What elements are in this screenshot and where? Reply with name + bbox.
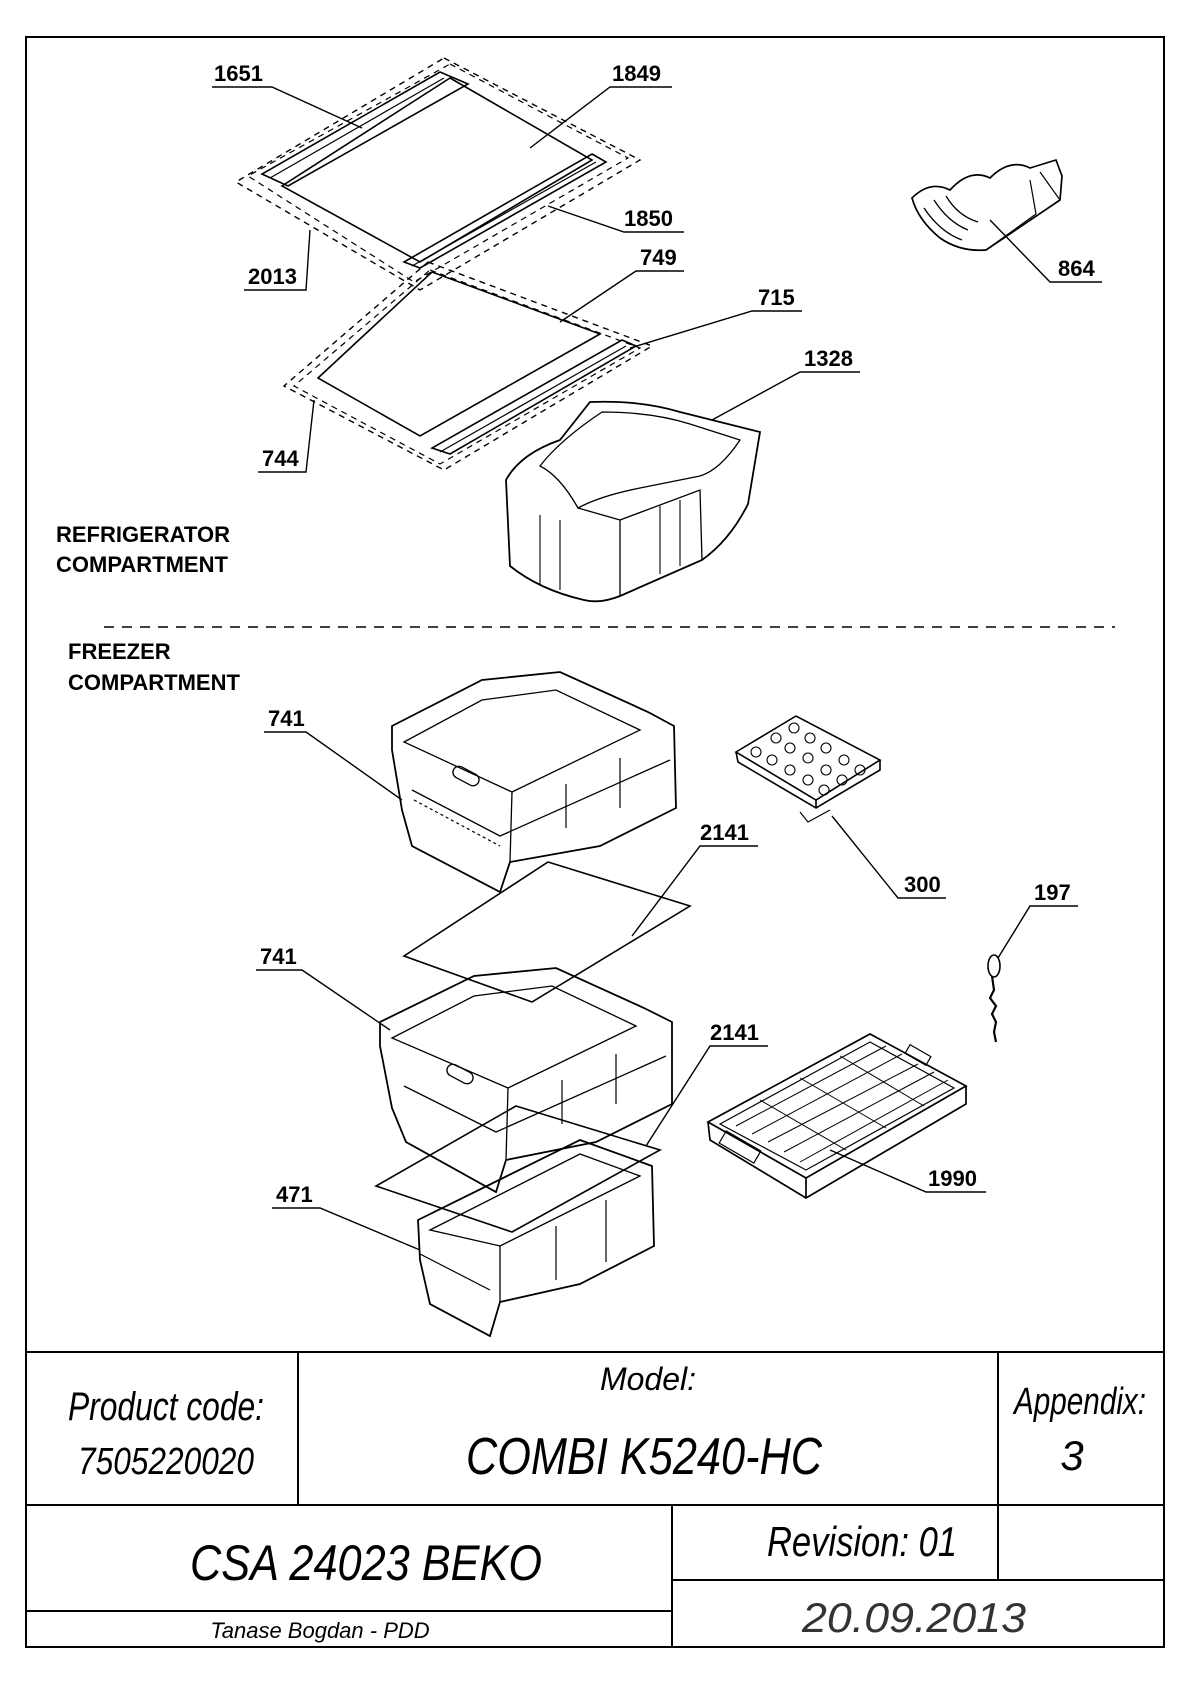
revision-date: 20.09.2013: [801, 1594, 1026, 1641]
document-title: CSA 24023 BEKO: [190, 1535, 542, 1591]
part-label-744: 744: [262, 446, 299, 471]
revision-label: Revision: 01: [767, 1518, 957, 1565]
refrigerator-section-title-line1: REFRIGERATOR: [56, 522, 230, 547]
ice-tray-cells: [750, 722, 866, 796]
freezer-drawer-741-middle: [379, 967, 673, 1194]
divider-mat-2141-bottom: [374, 1105, 663, 1233]
callout-1990: 1990: [829, 1149, 986, 1193]
ice-tray-300: [734, 715, 882, 823]
refrigerator-section-title-line2: COMPARTMENT: [56, 552, 228, 577]
callout-471: 471: [272, 1182, 421, 1251]
part-label-2141-bottom: 2141: [710, 1020, 759, 1045]
model-label: Model:: [600, 1361, 696, 1397]
part-864: [911, 158, 1063, 252]
part-label-715: 715: [758, 285, 795, 310]
callout-715: 715: [629, 285, 802, 349]
part-label-749: 749: [640, 245, 677, 270]
part-label-1990: 1990: [928, 1166, 977, 1191]
product-code-value: 7505220020: [78, 1441, 254, 1483]
freezer-section-title-line1: FREEZER: [68, 639, 171, 664]
callout-300: 300: [831, 815, 946, 899]
callout-197: 197: [997, 880, 1078, 959]
callout-2141-bottom: 2141: [645, 1020, 768, 1147]
shelf-assembly-744: [282, 261, 654, 471]
part-label-1849: 1849: [612, 61, 661, 86]
product-code-label: Product code:: [68, 1385, 264, 1429]
tray-1990: [706, 1033, 968, 1199]
part-label-300: 300: [904, 872, 941, 897]
callout-1850: 1850: [547, 205, 684, 233]
part-label-471: 471: [276, 1182, 313, 1207]
part-label-741-top: 741: [268, 706, 305, 731]
part-label-741-middle: 741: [260, 944, 297, 969]
sheet-border: [25, 36, 1165, 1648]
ice-scraper-197: [987, 954, 1001, 1043]
callout-864: 864: [989, 219, 1102, 283]
title-block: [26, 1351, 1164, 1647]
part-label-1850: 1850: [624, 206, 673, 231]
callout-741-middle: 741: [256, 944, 391, 1031]
callout-741-top: 741: [264, 706, 403, 801]
part-label-2013: 2013: [248, 264, 297, 289]
callout-1849: 1849: [529, 61, 672, 149]
callout-2013: 2013: [244, 229, 311, 291]
callout-1328: 1328: [711, 346, 860, 421]
part-label-864: 864: [1058, 256, 1095, 281]
model-value: COMBI K5240-HC: [466, 1428, 822, 1486]
shelf-assembly-2013: [234, 57, 642, 291]
part-label-1328: 1328: [804, 346, 853, 371]
tray-grid: [735, 1045, 949, 1163]
callout-744: 744: [258, 399, 315, 473]
callout-1651: 1651: [212, 61, 363, 129]
divider-mat-2141-top: [402, 861, 692, 1003]
crisper-drawer-1328: [505, 400, 762, 603]
appendix-label: Appendix:: [1012, 1381, 1146, 1423]
freezer-drawer-741-top: [391, 671, 677, 894]
freezer-section-title-line2: COMPARTMENT: [68, 670, 240, 695]
part-label-1651: 1651: [214, 61, 263, 86]
freezer-drawer-471: [417, 1139, 655, 1338]
callout-2141-top: 2141: [631, 820, 758, 937]
appendix-value: 3: [1060, 1432, 1083, 1479]
callout-749: 749: [559, 245, 684, 323]
author-name: Tanase Bogdan - PDD: [210, 1618, 429, 1643]
part-label-197: 197: [1034, 880, 1071, 905]
part-label-2141-top: 2141: [700, 820, 749, 845]
